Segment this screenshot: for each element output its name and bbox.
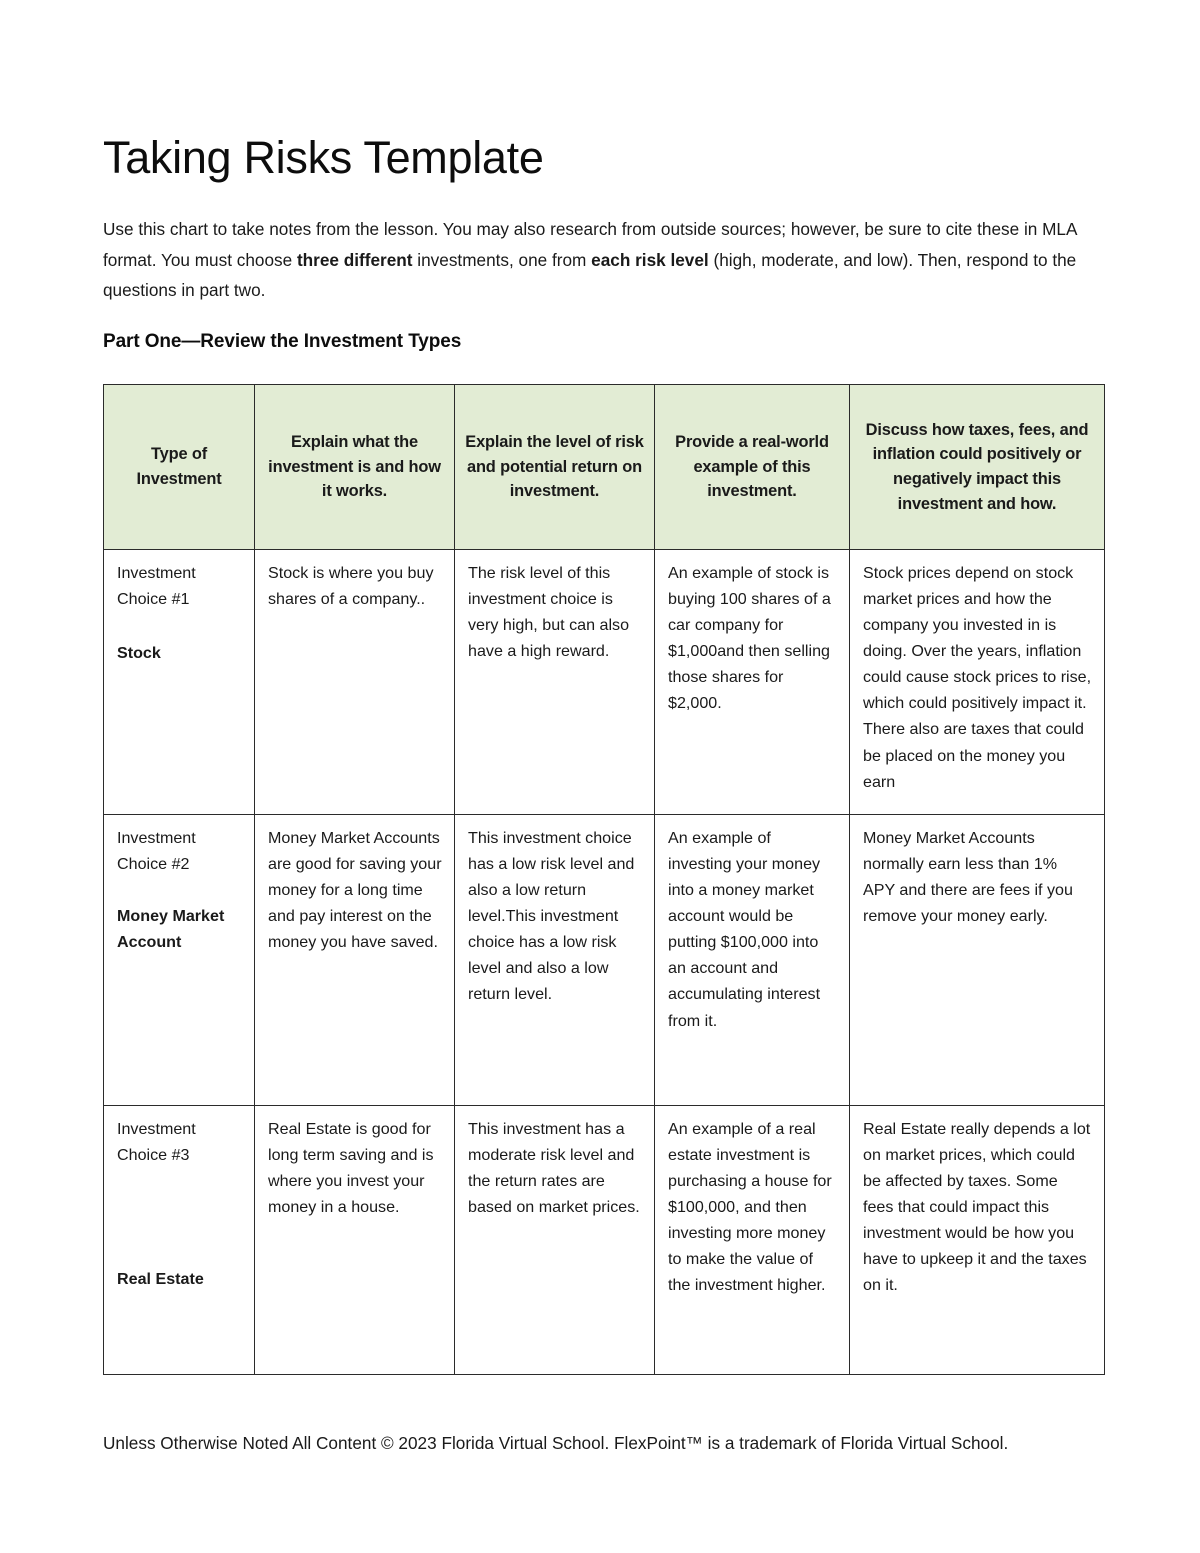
cell-taxes-fees-inflation-1: Stock prices depend on stock market pric… [849, 549, 1105, 816]
page-title: Taking Risks Template [103, 132, 544, 183]
column-header-risk-and-return: Explain the level of risk and potential … [454, 384, 655, 551]
choice-label-3: Investment Choice #3 [117, 1120, 196, 1165]
choice-label-2: Investment Choice #2 [117, 829, 196, 874]
table-row: Investment Choice #1 Stock Stock is wher… [103, 549, 1105, 816]
footer-copyright: Unless Otherwise Noted All Content © 202… [103, 1433, 1009, 1453]
investment-types-table: Type of Investment Explain what the inve… [103, 384, 1105, 1376]
cell-risk-and-return-2: This investment choice has a low risk le… [454, 814, 655, 1107]
part-one-heading: Part One—Review the Investment Types [103, 331, 462, 353]
table-row: Investment Choice #3 Real Estate Real Es… [103, 1105, 1105, 1376]
cell-taxes-fees-inflation-3: Real Estate really depends a lot on mark… [849, 1105, 1105, 1376]
column-header-real-world-example: Provide a real-world example of this inv… [654, 384, 850, 551]
cell-choice-label-2: Investment Choice #2 Money Market Accoun… [103, 814, 255, 1107]
intro-paragraph: Use this chart to take notes from the le… [103, 181, 1083, 306]
cell-taxes-fees-inflation-2: Money Market Accounts normally earn less… [849, 814, 1105, 1107]
cell-what-it-is-1: Stock is where you buy shares of a compa… [254, 549, 455, 816]
cell-what-it-is-3: Real Estate is good for long term saving… [254, 1105, 455, 1376]
cell-risk-and-return-3: This investment has a moderate risk leve… [454, 1105, 655, 1376]
column-header-what-it-is: Explain what the investment is and how i… [254, 384, 455, 551]
cell-choice-label-1: Investment Choice #1 Stock [103, 549, 255, 816]
document-content: Taking Risks Template Use this chart to … [103, 0, 1105, 1376]
cell-real-world-example-1: An example of stock is buying 100 shares… [654, 549, 850, 816]
intro-segment-2: investments, one from [412, 249, 592, 270]
table-header-row: Type of Investment Explain what the inve… [103, 384, 1105, 551]
investment-name-3: Real Estate [117, 1270, 204, 1289]
table-container: Type of Investment Explain what the inve… [103, 353, 1105, 1376]
intro-bold-three-different: three different [296, 249, 413, 270]
column-header-taxes-fees-inflation: Discuss how taxes, fees, and inflation c… [849, 384, 1105, 551]
choice-label-1: Investment Choice #1 [117, 564, 196, 609]
investment-name-1: Stock [117, 644, 161, 663]
cell-risk-and-return-1: The risk level of this investment choice… [454, 549, 655, 816]
column-header-type-of-investment: Type of Investment [103, 384, 255, 551]
intro-segment-1: Use this chart to take notes from the le… [103, 219, 1077, 270]
intro-segment-3: (high, moderate, and low). Then, respond… [103, 249, 1077, 301]
cell-real-world-example-3: An example of a real estate investment i… [654, 1105, 850, 1376]
cell-choice-label-3: Investment Choice #3 Real Estate [103, 1105, 255, 1376]
table-row: Investment Choice #2 Money Market Accoun… [103, 814, 1105, 1107]
intro-bold-each-risk-level: each risk level [591, 249, 709, 270]
investment-name-2: Money Market Account [117, 907, 225, 952]
cell-real-world-example-2: An example of investing your money into … [654, 814, 850, 1107]
cell-what-it-is-2: Money Market Accounts are good for savin… [254, 814, 455, 1107]
